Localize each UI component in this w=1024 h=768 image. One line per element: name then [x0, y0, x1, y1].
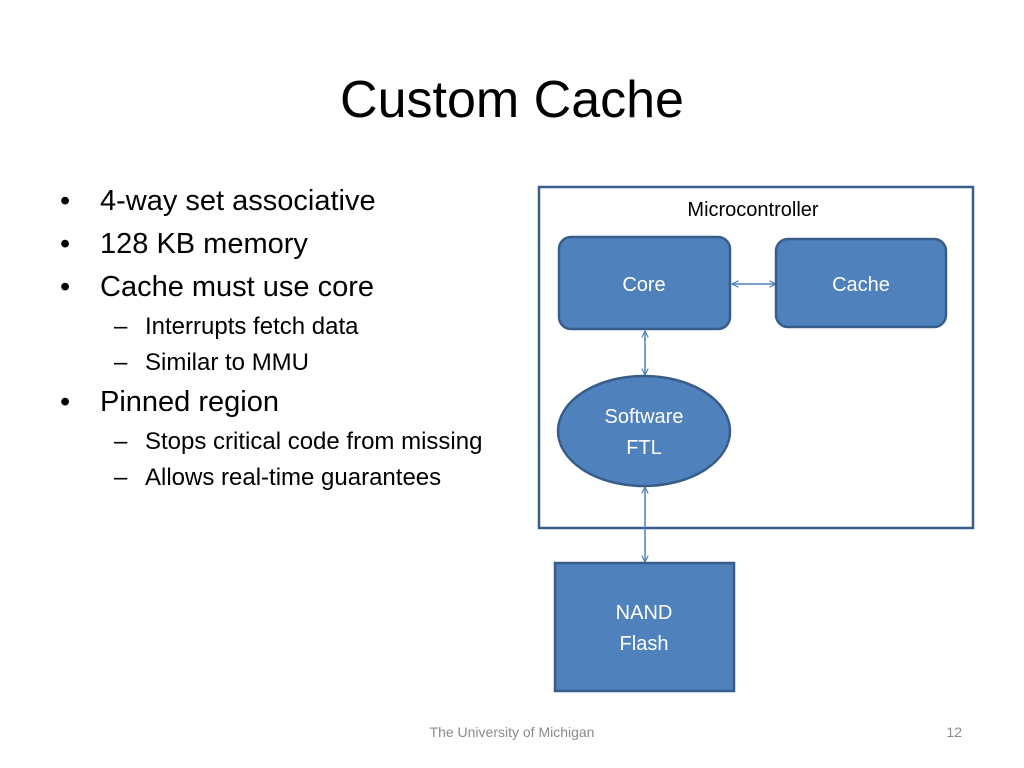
bullet-list: 4-way set associative 128 KB memory Cach… [60, 180, 540, 496]
sub-bullet-item: Similar to MMU [60, 345, 540, 381]
core-box [557, 235, 732, 331]
bullet-item: Cache must use core [60, 266, 540, 309]
slide-number: 12 [946, 724, 962, 740]
footer-institution: The University of Michigan [429, 724, 595, 740]
nand-flash-label-line1: NAND [616, 602, 673, 624]
cache-box [774, 237, 948, 329]
slide-title: Custom Cache [340, 71, 684, 129]
bullet-item: 4-way set associative [60, 180, 540, 223]
bullet-item: 128 KB memory [60, 223, 540, 266]
sub-bullet-item: Stops critical code from missing [60, 424, 540, 460]
software-ftl-label-line1: Software [605, 406, 684, 428]
sub-bullet-item: Allows real-time guarantees [60, 460, 540, 496]
bullet-item: Pinned region [60, 381, 540, 424]
cache-label: Cache [832, 274, 890, 296]
sub-bullet-item: Interrupts fetch data [60, 309, 540, 345]
microcontroller-label: Microcontroller [687, 199, 818, 221]
nand-flash-label-line2: Flash [620, 633, 669, 655]
nand-flash-box [553, 561, 736, 693]
core-label: Core [622, 274, 665, 296]
software-ftl-ellipse [556, 374, 732, 488]
software-ftl-label-line2: FTL [626, 437, 662, 459]
